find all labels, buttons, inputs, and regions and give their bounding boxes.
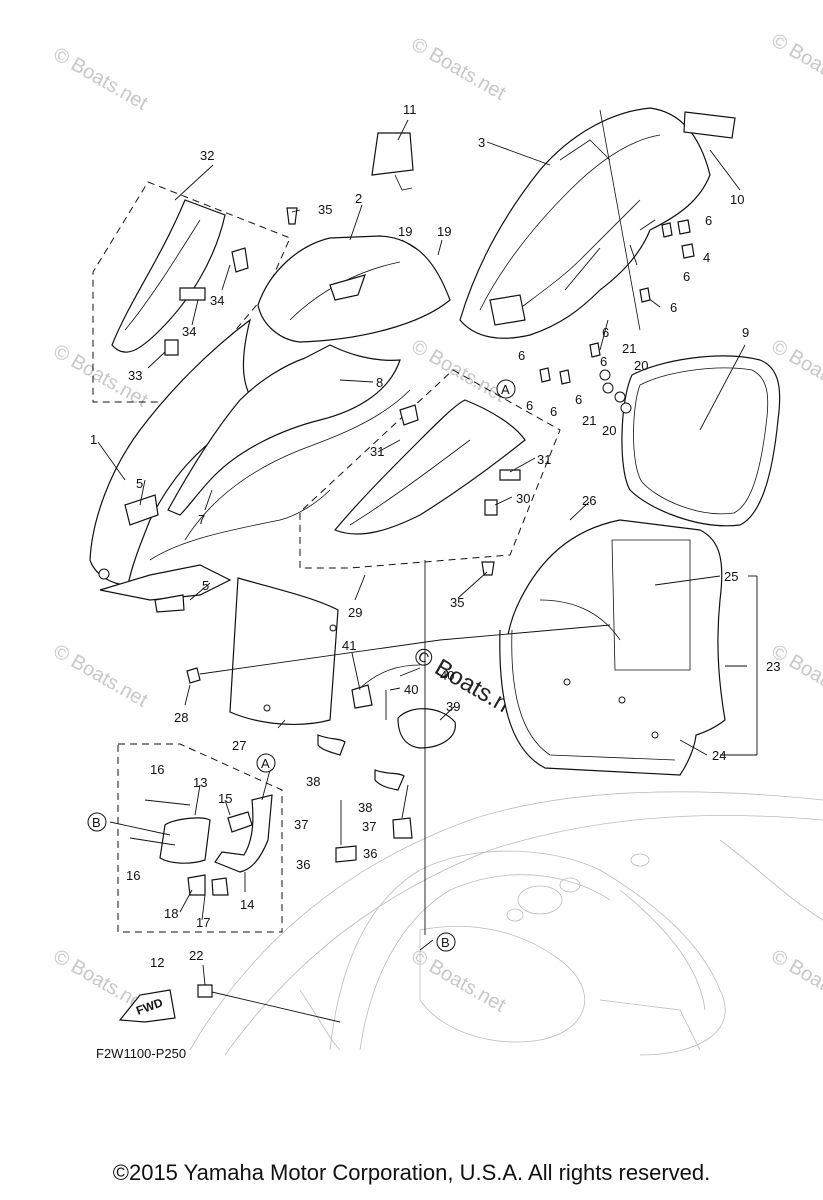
callout-34b: 34 (182, 324, 196, 339)
diagram-code: F2W1100-P250 (96, 1046, 186, 1061)
callout-34a: 34 (210, 293, 224, 308)
small-brackets (317, 664, 456, 863)
callout-6h: 6 (550, 404, 557, 419)
callout-23: 23 (766, 659, 780, 674)
watermark: © Boats.net (408, 33, 510, 105)
callout-26: 26 (582, 493, 596, 508)
callout-37b: 37 (362, 819, 376, 834)
callout-18: 18 (164, 906, 178, 921)
callout-5b: 5 (202, 578, 209, 593)
callout-7: 7 (198, 512, 205, 527)
callout-17: 17 (196, 915, 210, 930)
callout-29: 29 (348, 605, 362, 620)
callout-8: 8 (376, 375, 383, 390)
callout-3: 3 (478, 135, 485, 150)
part-11-cover (371, 132, 414, 191)
callout-16b: 16 (126, 868, 140, 883)
callout-21b: 21 (582, 413, 596, 428)
callout-38b: 38 (358, 800, 372, 815)
part-1-deck (89, 318, 411, 613)
callout-40b: 40 (404, 682, 418, 697)
ref-b-left: B (92, 815, 101, 830)
callout-11: 11 (403, 102, 417, 117)
callout-35a: 35 (318, 202, 332, 217)
callout-41: 41 (342, 638, 356, 653)
callout-39: 39 (446, 699, 460, 714)
callout-27: 27 (232, 738, 246, 753)
callout-30: 30 (516, 491, 530, 506)
small-hardware (539, 219, 695, 414)
watermark: © Boats.net (50, 640, 152, 712)
callout-4: 4 (703, 250, 710, 265)
part-9-seal (621, 355, 781, 527)
callout-21a: 21 (622, 341, 636, 356)
callout-40a: 40 (440, 668, 454, 683)
callout-9: 9 (742, 325, 749, 340)
watermark: © Boats.net (768, 640, 823, 712)
fwd-arrow: FWD (118, 989, 176, 1023)
callout-6d: 6 (602, 325, 609, 340)
leader-lines (97, 119, 758, 1023)
hull-outline (189, 791, 823, 1056)
callout-6g: 6 (526, 398, 533, 413)
part-12-latch-assembly (129, 794, 273, 896)
callout-24: 24 (712, 748, 726, 763)
watermark: © Boats.net (408, 335, 510, 407)
callout-6b: 6 (683, 269, 690, 284)
callout-33: 33 (128, 368, 142, 383)
callout-38a: 38 (306, 774, 320, 789)
callout-15: 15 (218, 791, 232, 806)
ref-a-lower: A (261, 756, 270, 771)
callout-20a: 20 (634, 358, 648, 373)
callout-10: 10 (730, 192, 744, 207)
callout-37a: 37 (294, 817, 308, 832)
part-23-storage-bin (499, 519, 726, 776)
watermark: © Boats.net (768, 945, 823, 1017)
callout-35b: 35 (450, 595, 464, 610)
callout-16a: 16 (150, 762, 164, 777)
watermark: © Boats.net (408, 945, 510, 1017)
watermark: © Boats.net (50, 43, 152, 115)
watermark: © Boats.net (768, 29, 823, 101)
callout-32: 32 (200, 148, 214, 163)
callout-28: 28 (174, 710, 188, 725)
copyright-notice: ©2015 Yamaha Motor Corporation, U.S.A. A… (112, 1160, 711, 1185)
part-3-frame (459, 107, 736, 339)
callout-22: 22 (189, 948, 203, 963)
callout-31a: 31 (370, 444, 384, 459)
callout-1: 1 (90, 432, 97, 447)
callout-25: 25 (724, 569, 738, 584)
callout-2: 2 (355, 191, 362, 206)
callout-6a: 6 (705, 213, 712, 228)
part-29-side-panel (334, 399, 526, 576)
callout-5a: 5 (136, 476, 143, 491)
callout-labels: 11 2 3 10 32 35 34 34 33 19 19 1 8 9 7 5… (90, 102, 780, 970)
callout-31b: 31 (537, 452, 551, 467)
reference-markers: A A B B (87, 379, 516, 952)
callout-19a: 19 (398, 224, 412, 239)
callout-6e: 6 (600, 354, 607, 369)
callout-6f: 6 (518, 348, 525, 363)
callout-6c: 6 (670, 300, 677, 315)
callout-20b: 20 (602, 423, 616, 438)
part-2-hood (257, 235, 451, 343)
callout-14: 14 (240, 897, 254, 912)
callout-36b: 36 (363, 846, 377, 861)
ref-a-upper: A (501, 382, 510, 397)
callout-6i: 6 (575, 392, 582, 407)
part-22-bolt (197, 984, 213, 998)
part-27-plate (186, 577, 339, 726)
callout-19b: 19 (437, 224, 451, 239)
callout-13: 13 (193, 775, 207, 790)
callout-12: 12 (150, 955, 164, 970)
callout-36a: 36 (296, 857, 310, 872)
part-32-side-panel (111, 199, 298, 356)
ref-b-right: B (441, 935, 450, 950)
